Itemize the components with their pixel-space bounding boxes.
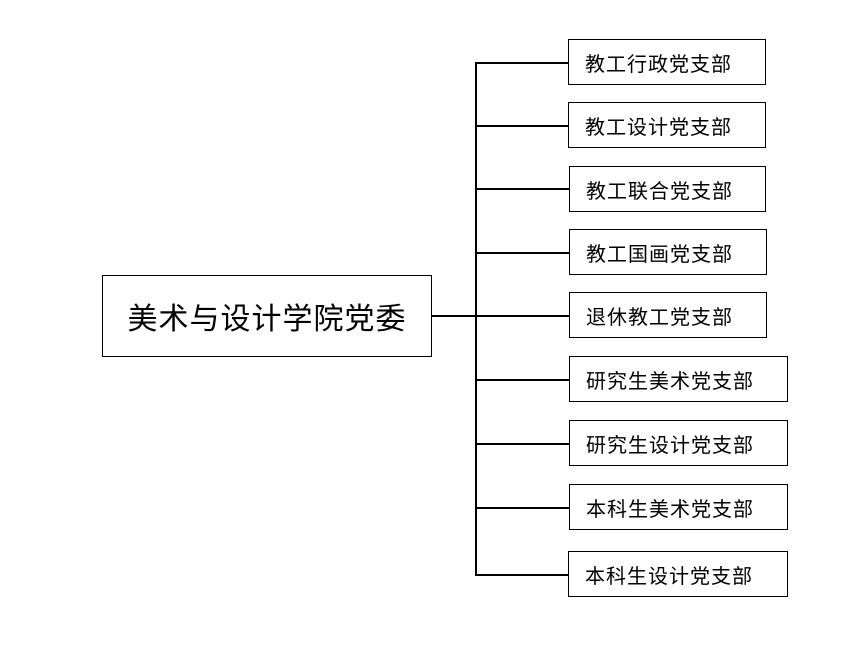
branch-node-benkesheng-sheji: 本科生设计党支部 <box>568 551 788 597</box>
root-node: 美术与设计学院党委 <box>102 275 432 357</box>
branch-node-jiaogong-xingzheng: 教工行政党支部 <box>568 39 766 85</box>
trunk-line <box>475 62 477 575</box>
branch-connector-line <box>475 188 569 190</box>
branch-connector-line <box>475 315 569 317</box>
branch-node-label: 本科生美术党支部 <box>586 496 754 521</box>
branch-node-label: 本科生设计党支部 <box>585 563 753 588</box>
branch-node-label: 研究生美术党支部 <box>586 368 754 393</box>
branch-node-label: 退休教工党支部 <box>586 304 733 329</box>
branch-node-label: 教工设计党支部 <box>585 114 732 139</box>
branch-connector-line <box>475 574 569 576</box>
branch-node-jiaogong-sheji: 教工设计党支部 <box>568 102 766 148</box>
branch-node-jiaogong-guohua: 教工国画党支部 <box>569 229 767 275</box>
branch-node-benkesheng-meishu: 本科生美术党支部 <box>569 484 788 530</box>
branch-node-tuixiu-jiaogong: 退休教工党支部 <box>569 292 767 338</box>
branch-connector-line <box>475 507 569 509</box>
branch-node-yanjiusheng-meishu: 研究生美术党支部 <box>569 356 788 402</box>
branch-connector-line <box>475 379 569 381</box>
branch-node-label: 教工联合党支部 <box>586 178 733 203</box>
branch-node-jiaogong-lianhe: 教工联合党支部 <box>569 166 766 212</box>
root-node-label: 美术与设计学院党委 <box>127 302 407 337</box>
branch-node-label: 研究生设计党支部 <box>586 432 754 457</box>
branch-node-yanjiusheng-sheji: 研究生设计党支部 <box>569 420 788 466</box>
branch-connector-line <box>475 125 569 127</box>
branch-node-label: 教工国画党支部 <box>586 241 733 266</box>
branch-connector-line <box>475 62 569 64</box>
branch-node-label: 教工行政党支部 <box>585 51 732 76</box>
root-connector-line <box>431 315 476 317</box>
branch-connector-line <box>475 443 569 445</box>
branch-connector-line <box>475 252 569 254</box>
